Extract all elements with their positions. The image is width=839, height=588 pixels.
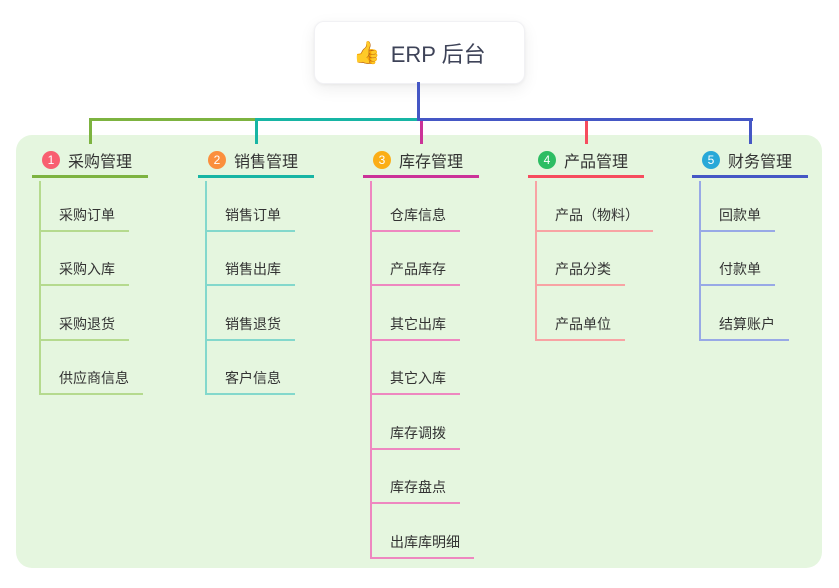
sub-item-label: 采购订单	[59, 206, 115, 223]
connector-branch-drop	[748, 118, 752, 144]
sub-item-label: 采购退货	[59, 315, 115, 332]
sub-item-label: 产品库存	[390, 261, 446, 277]
branch-spine	[699, 181, 701, 341]
sub-item-label: 结算账户	[719, 315, 775, 332]
sub-item-label: 仓库信息	[390, 206, 446, 223]
connector-root-drop	[417, 82, 420, 121]
sub-item[interactable]: 产品库存	[370, 260, 460, 286]
connector-bus-segment	[256, 118, 421, 121]
sub-item[interactable]: 其它出库	[370, 315, 460, 341]
connector-bus-segment	[90, 118, 256, 121]
sub-item-label: 库存调拨	[390, 424, 446, 441]
sub-item[interactable]: 仓库信息	[370, 206, 460, 232]
sub-item-label: 其它入库	[390, 370, 446, 386]
branch-spine	[370, 181, 372, 559]
branch-node-5[interactable]: 5 财务管理	[692, 145, 808, 178]
branch-node-3[interactable]: 3 库存管理	[363, 145, 479, 178]
branch-number-badge: 2	[208, 151, 226, 169]
thumbs-up-icon: 👍	[353, 39, 381, 65]
connector-branch-drop	[419, 121, 423, 144]
sub-item[interactable]: 销售订单	[205, 206, 295, 232]
branch-node-2[interactable]: 2 销售管理	[198, 145, 314, 178]
connector-bus-segment	[417, 118, 753, 121]
sub-item[interactable]: 回款单	[699, 206, 775, 232]
sub-item[interactable]: 库存调拨	[370, 424, 460, 450]
sub-item-label: 回款单	[719, 206, 761, 223]
branch-node-1[interactable]: 1 采购管理	[32, 145, 148, 178]
sub-item-label: 供应商信息	[59, 370, 129, 386]
sub-item-label: 采购入库	[59, 261, 115, 277]
sub-item[interactable]: 销售出库	[205, 260, 295, 286]
sub-item[interactable]: 采购入库	[39, 260, 129, 286]
branch-label: 采购管理	[68, 154, 133, 171]
branch-label: 产品管理	[564, 154, 629, 171]
mindmap-panel	[16, 135, 822, 568]
branch-number-badge: 1	[42, 151, 60, 169]
sub-item-label: 其它出库	[390, 315, 446, 332]
root-node[interactable]: 👍 ERP 后台	[314, 21, 525, 84]
sub-item[interactable]: 销售退货	[205, 315, 295, 341]
branch-node-4[interactable]: 4 产品管理	[528, 145, 644, 178]
sub-item[interactable]: 客户信息	[205, 369, 295, 395]
branch-label: 销售管理	[234, 154, 299, 171]
sub-item[interactable]: 付款单	[699, 260, 775, 286]
branch-label: 财务管理	[728, 154, 793, 171]
sub-item-label: 产品分类	[555, 261, 611, 277]
branch-spine	[39, 181, 41, 395]
sub-item-label: 出库库明细	[390, 533, 460, 550]
sub-item-label: 付款单	[719, 261, 761, 277]
sub-item[interactable]: 供应商信息	[39, 369, 143, 395]
sub-item-label: 客户信息	[225, 370, 281, 386]
sub-item[interactable]: 产品（物料）	[535, 206, 653, 232]
sub-item-label: 销售出库	[225, 261, 281, 277]
sub-item[interactable]: 采购退货	[39, 315, 129, 341]
connector-branch-drop	[584, 121, 588, 144]
branch-number-badge: 5	[702, 151, 720, 169]
branch-spine	[205, 181, 207, 395]
connector-branch-drop	[254, 118, 258, 144]
root-label: ERP 后台	[390, 41, 486, 67]
sub-item[interactable]: 产品单位	[535, 315, 625, 341]
sub-item-label: 产品单位	[555, 315, 611, 332]
sub-item[interactable]: 库存盘点	[370, 478, 460, 504]
sub-item-label: 销售退货	[225, 315, 281, 332]
branch-label: 库存管理	[399, 154, 464, 171]
sub-item-label: 产品（物料）	[555, 206, 639, 223]
branch-number-badge: 3	[373, 151, 391, 169]
sub-item[interactable]: 其它入库	[370, 369, 460, 395]
branch-spine	[535, 181, 537, 341]
sub-item[interactable]: 产品分类	[535, 260, 625, 286]
sub-item[interactable]: 采购订单	[39, 206, 129, 232]
sub-item-label: 销售订单	[225, 206, 281, 223]
sub-item[interactable]: 结算账户	[699, 315, 789, 341]
branch-number-badge: 4	[538, 151, 556, 169]
sub-item[interactable]: 出库库明细	[370, 533, 474, 559]
sub-item-label: 库存盘点	[390, 479, 446, 495]
connector-branch-drop	[88, 118, 92, 144]
